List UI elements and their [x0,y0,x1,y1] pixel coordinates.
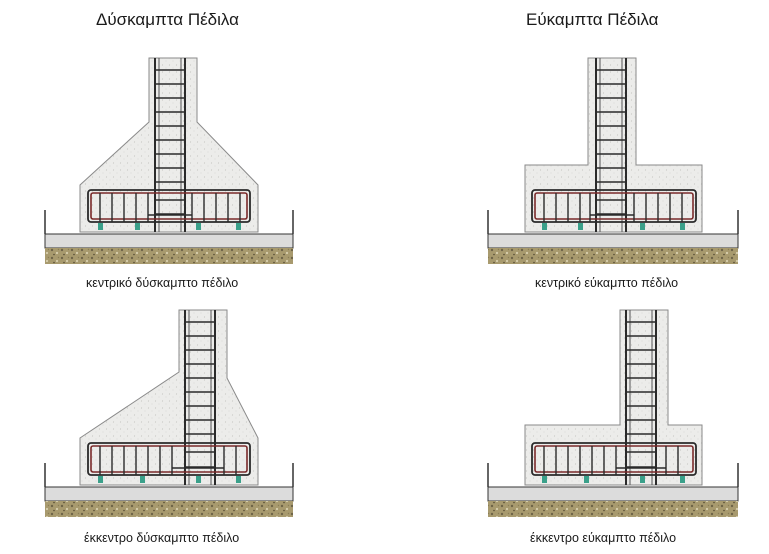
base-rebar-mesh [87,189,251,230]
rigid-eccentric-caption: έκκεντρο δύσκαμπτο πέδιλο [84,531,240,545]
column-rebar-cage [595,58,627,232]
rigid-eccentric-footing [44,309,294,517]
footing-concrete [524,309,703,486]
flexible-central-footing [487,57,739,264]
base-rebar-mesh [531,442,697,483]
flexible-eccentric-footing [487,309,739,517]
column-rebar-cage [184,310,216,485]
column-rebar-cage [154,58,186,232]
lean-concrete-slab [487,233,739,249]
base-rebar-mesh [531,189,697,230]
soil-layer [45,501,293,517]
footing-concrete [79,309,259,486]
soil-layer [488,501,738,517]
footing-concrete [524,57,703,233]
rigid-central-footing [44,57,294,264]
lean-concrete-slab [44,486,294,502]
column-rebar-cage [625,310,657,485]
soil-layer [488,248,738,264]
rigid-central-caption: κεντρικό δύσκαμπτο πέδιλο [86,276,239,290]
flexible-central-caption: κεντρικό εύκαμπτο πέδιλο [535,276,679,290]
flexible-footings-heading: Εύκαμπτα Πέδιλα [526,10,659,29]
lean-concrete-slab [44,233,294,249]
footing-concrete [79,57,259,233]
rigid-footings-heading: Δύσκαμπτα Πέδιλα [96,10,239,29]
flexible-eccentric-caption: έκκεντρο εύκαμπτο πέδιλο [530,531,677,545]
lean-concrete-slab [487,486,739,502]
base-rebar-mesh [87,442,251,483]
soil-layer [45,248,293,264]
